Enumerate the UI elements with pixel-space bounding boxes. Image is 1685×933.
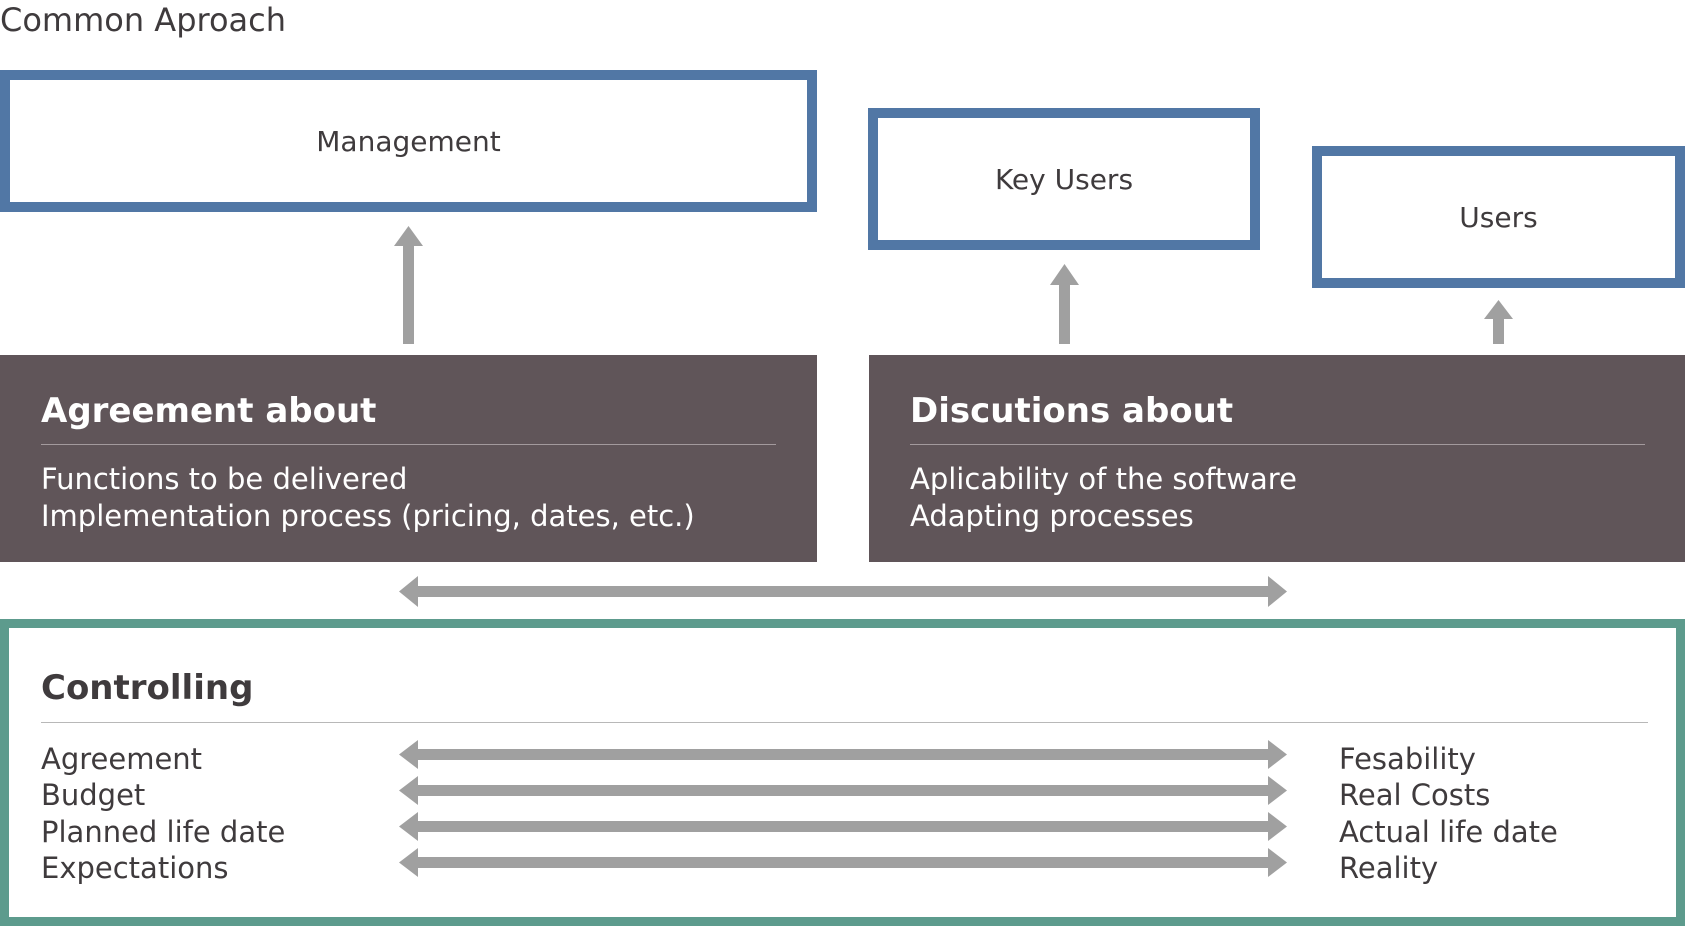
management-box: Management: [0, 70, 817, 212]
agreement-heading: Agreement about: [41, 391, 377, 431]
users-label: Users: [1459, 200, 1538, 234]
discussions-divider: [910, 444, 1645, 445]
controlling-left-item: Agreement: [41, 742, 203, 776]
controlling-left-item: Expectations: [41, 851, 229, 885]
controlling-right-item: Fesability: [1339, 742, 1476, 776]
management-label: Management: [316, 124, 501, 158]
controlling-right-item: Reality: [1339, 851, 1439, 885]
controlling-heading: Controlling: [41, 668, 254, 708]
users-box: Users: [1312, 146, 1685, 288]
discussions-heading: Discutions about: [910, 391, 1234, 431]
discussions-line: Adapting processes: [910, 499, 1194, 533]
up-arrow-icon: [1484, 300, 1513, 344]
discussions-panel: Discutions about Aplicability of the sof…: [869, 355, 1685, 562]
agreement-line: Implementation process (pricing, dates, …: [41, 499, 695, 533]
up-arrow-icon: [394, 226, 423, 344]
controlling-divider: [41, 722, 1648, 723]
key-users-label: Key Users: [994, 162, 1134, 196]
key-users-box: Key Users: [868, 108, 1260, 250]
agreement-divider: [41, 444, 776, 445]
controlling-box: Controlling Agreement Budget Planned lif…: [0, 619, 1685, 926]
double-arrow-icon: [399, 576, 1287, 607]
agreement-line: Functions to be delivered: [41, 462, 408, 496]
up-arrow-icon: [1050, 264, 1079, 344]
controlling-right-item: Real Costs: [1339, 778, 1491, 812]
controlling-right-item: Actual life date: [1339, 815, 1558, 849]
controlling-left-item: Planned life date: [41, 815, 286, 849]
discussions-line: Aplicability of the software: [910, 462, 1297, 496]
page-title: Common Aproach: [0, 1, 287, 39]
controlling-left-item: Budget: [41, 778, 146, 812]
agreement-panel: Agreement about Functions to be delivere…: [0, 355, 817, 562]
